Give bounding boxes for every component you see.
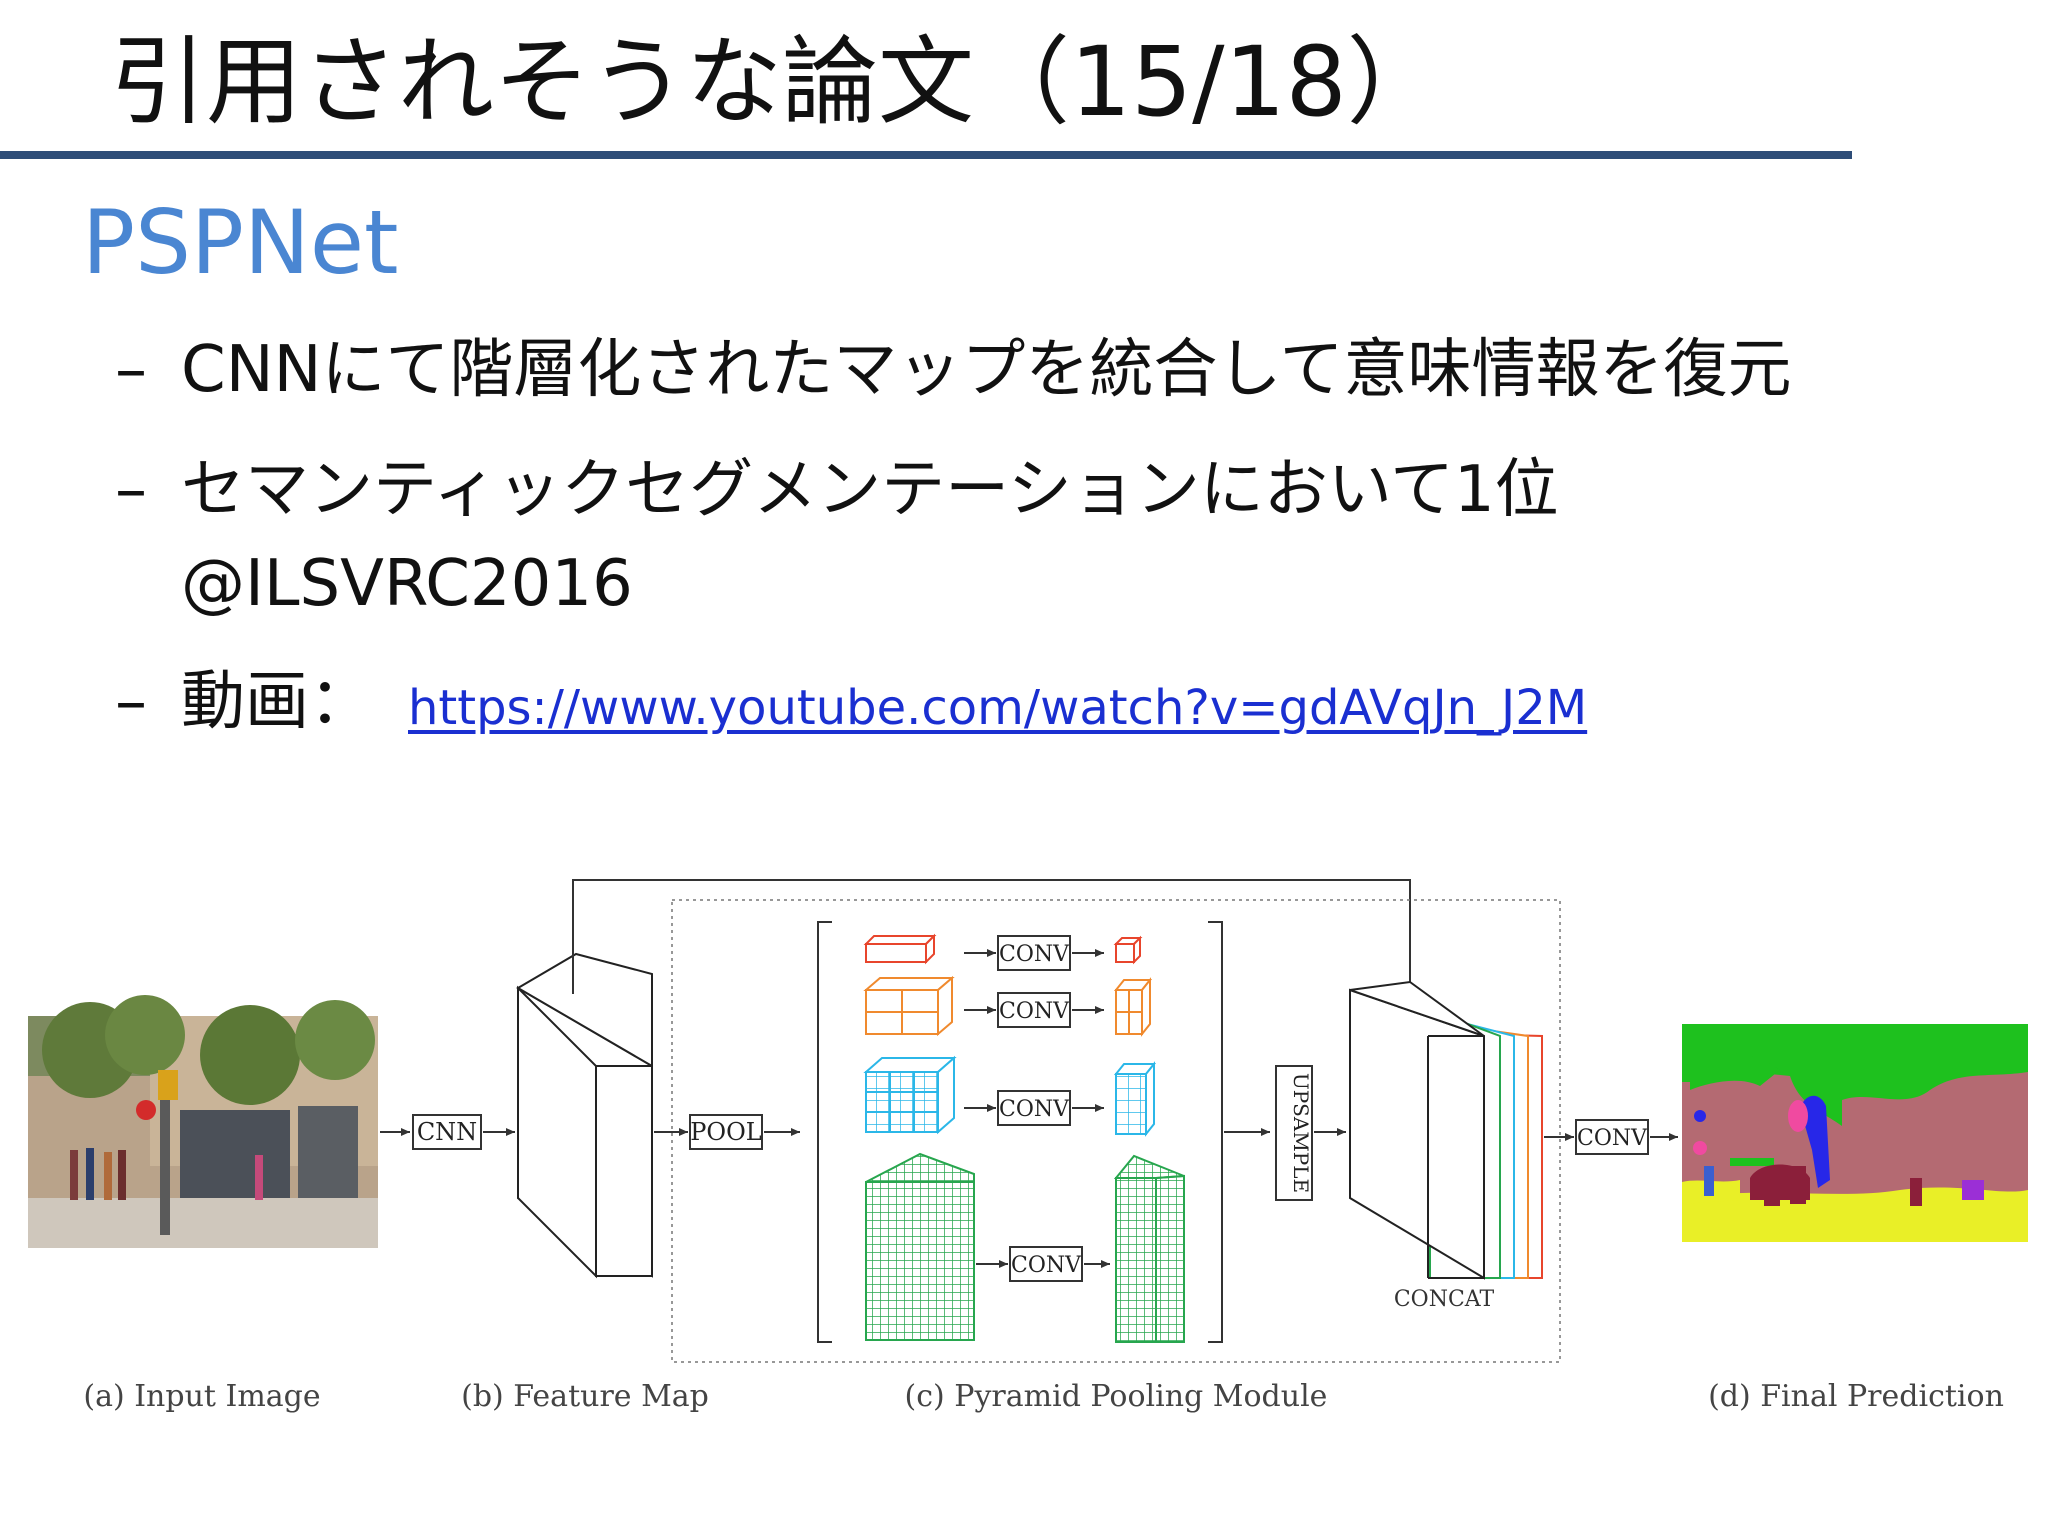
pyramid-level-2-output <box>1113 977 1153 1037</box>
pspnet-diagram: CNN POOL CONV CONV <box>28 879 2028 1414</box>
caption-feature-map: (b) Feature Map <box>461 1379 709 1414</box>
input-image <box>28 995 378 1248</box>
pool-block-label: POOL <box>690 1118 762 1146</box>
pyramid-level-3 <box>863 1055 957 1135</box>
bullet-2-text: セマンティックセグメンテーションにおいて1位 <box>181 453 1559 527</box>
cnn-block-label: CNN <box>417 1118 477 1146</box>
bullet-3: –動画： <box>115 656 373 748</box>
pyramid-level-2 <box>863 975 955 1037</box>
feature-map <box>516 952 653 1279</box>
video-link[interactable]: https://www.youtube.com/watch?v=gdAVqJn_… <box>408 680 1588 736</box>
bullet-1-text: CNNにて階層化されたマップを統合して意味情報を復元 <box>181 333 1792 407</box>
slide-title: 引用されそうな論文（15/18） <box>110 26 1443 138</box>
bullet-2-continuation: @ILSVRC2016 <box>181 547 633 621</box>
pyramid-level-1-output <box>1113 935 1143 965</box>
title-divider <box>0 151 1852 159</box>
concat-block <box>1349 980 1543 1280</box>
bullet-dash: – <box>115 665 147 739</box>
final-prediction <box>1682 1024 2028 1242</box>
pyramid-level-1 <box>863 933 937 965</box>
bullet-dash: – <box>115 453 147 527</box>
pyramid-level-4 <box>865 1152 975 1341</box>
concat-label: CONCAT <box>1394 1287 1495 1312</box>
conv-block-label: CONV <box>1011 1253 1082 1278</box>
pyramid-level-3-output <box>1113 1061 1157 1137</box>
bullet-dash: – <box>115 333 147 407</box>
caption-input-image: (a) Input Image <box>83 1379 320 1414</box>
video-label: 動画： <box>181 665 373 739</box>
upsample-block-label: UPSAMPLE <box>1289 1073 1313 1193</box>
final-conv-block-label: CONV <box>1577 1126 1648 1151</box>
conv-block-label: CONV <box>999 942 1070 967</box>
caption-final-prediction: (d) Final Prediction <box>1708 1379 2004 1414</box>
pyramid-level-4-output <box>1113 1154 1185 1343</box>
conv-block-label: CONV <box>999 999 1070 1024</box>
caption-pyramid-pooling: (c) Pyramid Pooling Module <box>905 1379 1328 1414</box>
slide-subtitle: PSPNet <box>82 191 399 294</box>
conv-block-label: CONV <box>999 1097 1070 1122</box>
bullet-1: –CNNにて階層化されたマップを統合して意味情報を復元 <box>115 324 1792 416</box>
bullet-2: –セマンティックセグメンテーションにおいて1位 <box>115 444 1559 536</box>
